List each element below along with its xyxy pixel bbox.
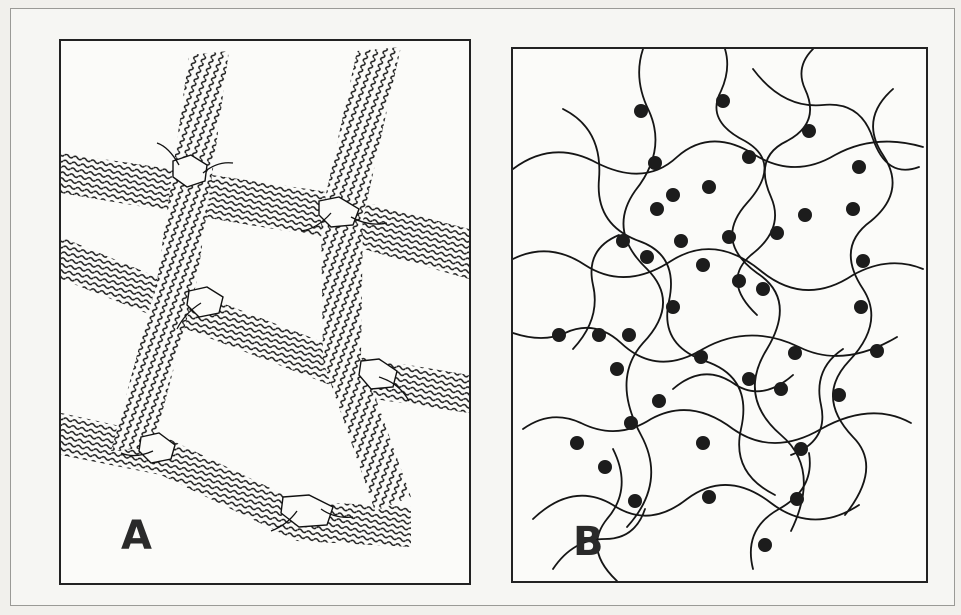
panel-a-label: A	[121, 513, 152, 559]
polymer-network-drawing: B	[513, 49, 926, 581]
crosslink-nodes	[552, 94, 884, 552]
panel-b-polymer-network: B	[511, 47, 928, 583]
panel-b-label: B	[573, 519, 604, 565]
horizontal-bands	[61, 153, 469, 547]
figure-frame: A	[10, 8, 955, 606]
panel-a-fiber-mesh: A	[59, 39, 471, 585]
fiber-mesh-drawing: A	[61, 41, 469, 583]
polymer-chains	[513, 49, 923, 581]
